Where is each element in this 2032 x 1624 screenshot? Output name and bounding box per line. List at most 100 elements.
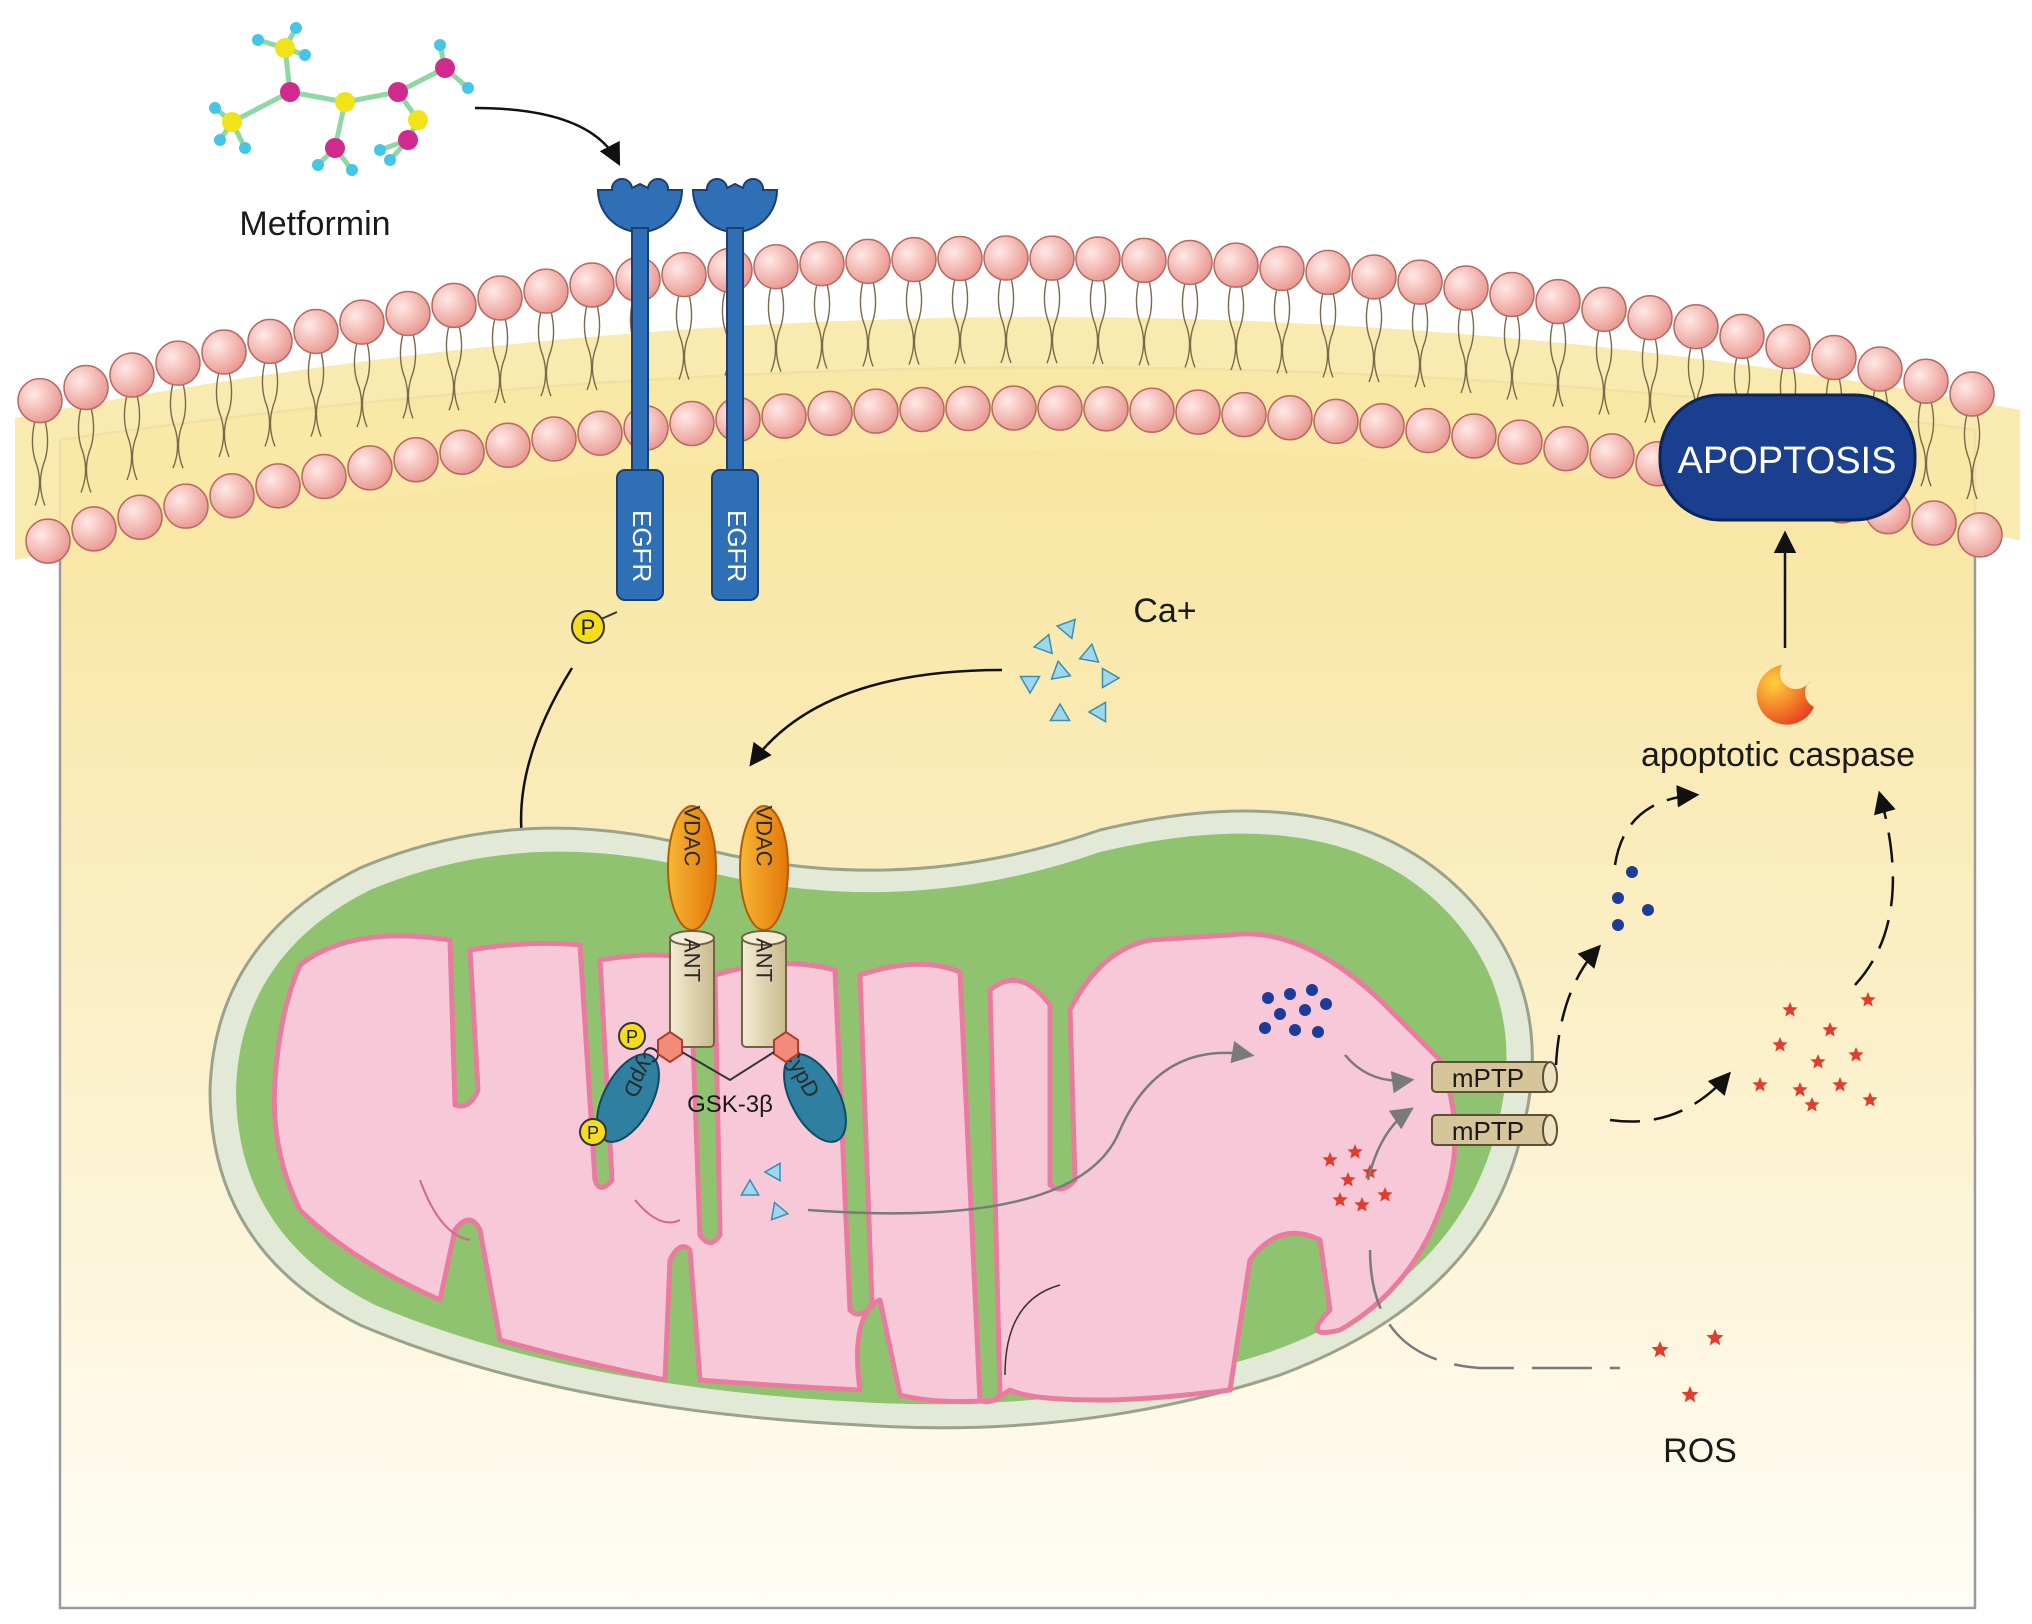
lipid-tail (353, 341, 363, 428)
lipid-head (1175, 389, 1221, 435)
molecule-atom (462, 82, 474, 94)
gsk-label: GSK-3β (687, 1091, 773, 1118)
calcium-ion (770, 1201, 790, 1221)
cytochrome-dot (1299, 1004, 1311, 1016)
calcium-arrow (749, 668, 1003, 767)
ros-star (1860, 992, 1876, 1007)
ant-left: ANT (669, 930, 715, 1048)
lipid-tail (867, 281, 877, 367)
lipid-tail (591, 304, 601, 391)
mptp-to-ros-arrow (1609, 1071, 1731, 1123)
lipid-head (1719, 313, 1765, 360)
phosphate-egfr-label: P (581, 615, 596, 640)
calcium-ion (1050, 659, 1072, 681)
lipid-head (799, 240, 845, 287)
calcium-matrix-arrow (807, 1040, 1255, 1215)
ros-star (1332, 1192, 1348, 1207)
lipid-tail (537, 311, 547, 397)
cytochrome-dot (1274, 1008, 1286, 1020)
metformin-label: Metformin (239, 205, 390, 243)
lipid-head (937, 235, 983, 282)
ant-right: ANT (741, 930, 787, 1048)
lipid-tail (215, 371, 225, 458)
caspase-icon (1756, 665, 1814, 725)
calcium-ion (1101, 667, 1121, 689)
phosphate-cypd-bottom (579, 1118, 607, 1146)
ros-star (1752, 1077, 1768, 1092)
ros-star (1322, 1152, 1338, 1167)
lipid-tail (1135, 280, 1145, 366)
ros-star (1832, 1077, 1848, 1092)
lipid-tail (1649, 337, 1659, 423)
calcium-ion (1032, 633, 1054, 655)
mptp-top: mPTP (1431, 1061, 1558, 1093)
calcium-ion (739, 1178, 761, 1196)
molecule-atom (222, 112, 242, 132)
lipid-head (761, 393, 807, 439)
cytochrome-dot (1289, 1024, 1301, 1036)
lipid-head (853, 388, 899, 434)
lipid-tail (583, 304, 593, 391)
lipid-tail (951, 278, 961, 364)
lipid-head (1221, 391, 1267, 438)
lipid-head (431, 282, 477, 329)
ros-star (1354, 1197, 1370, 1212)
ros-label: ROS (1663, 1432, 1737, 1470)
lipid-head (983, 235, 1029, 281)
molecule-atom (299, 49, 311, 61)
egfr-receptor-right: EGFR (691, 178, 779, 601)
lipid-head (1911, 500, 1957, 546)
molecule-atom (209, 102, 221, 114)
cytochrome-dot (1284, 988, 1296, 1000)
calcium-ion-icon (1019, 618, 1121, 723)
metformin-arrow (474, 106, 621, 166)
lipid-tail (1235, 284, 1245, 371)
calcium-ion (1087, 701, 1107, 723)
lipid-tail (1419, 302, 1429, 388)
lipid-head (661, 251, 707, 298)
lipid-tail (445, 325, 455, 411)
molecule-atom (214, 134, 226, 146)
phosphate-egfr (571, 610, 605, 644)
lipid-tail (1557, 321, 1567, 407)
lipid-head (1857, 346, 1903, 392)
lipid-head (201, 329, 247, 375)
gsk-binding-hexagon-left (657, 1030, 683, 1064)
lipid-head (385, 290, 431, 337)
ant-left-label: ANT (680, 938, 705, 982)
lipid-tail (813, 283, 823, 369)
vdac-right-label: VDAC (752, 805, 777, 866)
lipid-tail (1457, 307, 1467, 394)
lipid-head (1083, 386, 1129, 432)
lipid-tail (77, 407, 87, 493)
lipid-tail (1365, 296, 1375, 383)
lipid-head (1535, 278, 1581, 325)
lipid-head (301, 453, 347, 500)
lipid-head (845, 238, 891, 285)
ros-star (1340, 1172, 1356, 1187)
lipid-head (1765, 323, 1811, 370)
lipid-head (1129, 387, 1175, 433)
lipid-tail (169, 383, 179, 469)
cytochrome-dot-icon (1259, 984, 1332, 1038)
ros-to-caspase-arrow (1854, 790, 1896, 986)
lipid-tail (1411, 302, 1421, 388)
lipid-tail (1465, 307, 1475, 394)
ros-leak-path (1368, 1249, 1620, 1370)
lipid-head (1489, 271, 1535, 318)
crista-fold-2 (634, 1199, 681, 1224)
lipid-head (255, 463, 301, 509)
ros-star (1782, 1002, 1798, 1017)
ros-star (1651, 1341, 1669, 1358)
lipid-head (1267, 394, 1313, 441)
molecule-atom (435, 58, 455, 78)
lipid-head (991, 385, 1037, 431)
lipid-head (209, 472, 255, 519)
lipid-head (1581, 286, 1627, 333)
lipid-tail (407, 333, 417, 419)
molecule-atom (374, 144, 386, 156)
lipid-head (1313, 398, 1359, 445)
lipid-head (753, 243, 799, 290)
lipid-head (1029, 235, 1075, 281)
